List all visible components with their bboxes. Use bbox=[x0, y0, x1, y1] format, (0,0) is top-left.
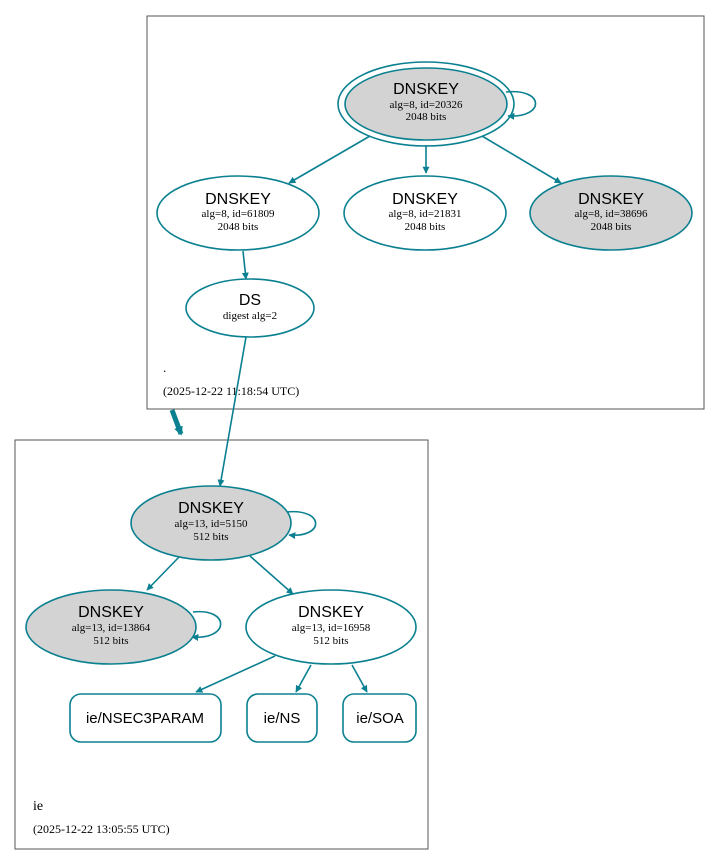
rr-label: ie/NS bbox=[264, 710, 301, 727]
node-detail: alg=8, id=38696 bbox=[575, 208, 648, 220]
edge-ie-key2-self bbox=[191, 610, 222, 641]
edge-ie-ksk-to-key2 bbox=[146, 555, 181, 591]
node-size: 2048 bits bbox=[405, 221, 446, 233]
node-title: DNSKEY bbox=[205, 191, 271, 208]
node-rr-ns[interactable]: ie/NS bbox=[246, 693, 318, 743]
node-size: 512 bits bbox=[93, 635, 128, 647]
zone-ie-name: ie bbox=[33, 799, 43, 814]
node-title: DNSKEY bbox=[78, 604, 144, 621]
edge-zsk-to-ns bbox=[295, 664, 312, 693]
node-title: DNSKEY bbox=[578, 191, 644, 208]
edge-zsk1-to-ds bbox=[241, 250, 249, 280]
node-title: DNSKEY bbox=[392, 191, 458, 208]
node-detail: digest alg=2 bbox=[223, 310, 277, 322]
node-root-key3[interactable]: DNSKEY alg=8, id=38696 2048 bits bbox=[529, 175, 693, 251]
node-size: 512 bits bbox=[313, 635, 348, 647]
edge-ds-to-ie-ksk bbox=[217, 336, 247, 487]
rr-label: ie/SOA bbox=[356, 710, 404, 727]
edge-ie-ksk-to-zsk bbox=[249, 555, 294, 595]
node-title: DNSKEY bbox=[393, 81, 459, 98]
node-rr-soa[interactable]: ie/SOA bbox=[342, 693, 417, 743]
edge-ie-ksk-self bbox=[285, 510, 317, 540]
node-title: DNSKEY bbox=[298, 604, 364, 621]
node-size: 512 bits bbox=[193, 531, 228, 543]
node-ie-ksk[interactable]: DNSKEY alg=13, id=5150 512 bits bbox=[130, 485, 292, 561]
edge-zsk-to-nsec3param bbox=[195, 655, 276, 693]
node-size: 2048 bits bbox=[591, 221, 632, 233]
edge-zsk-to-soa bbox=[351, 664, 368, 693]
node-size: 2048 bits bbox=[406, 111, 447, 123]
zone-root-name: . bbox=[163, 360, 166, 375]
node-size: 2048 bits bbox=[218, 221, 259, 233]
zone-ie-timestamp: (2025-12-22 13:05:55 UTC) bbox=[33, 822, 170, 836]
node-title: DS bbox=[239, 292, 261, 309]
node-root-ksk[interactable]: DNSKEY alg=8, id=20326 2048 bits bbox=[337, 61, 515, 147]
node-detail: alg=8, id=20326 bbox=[390, 99, 463, 111]
node-detail: alg=13, id=5150 bbox=[175, 518, 248, 530]
node-rr-nsec3param[interactable]: ie/NSEC3PARAM bbox=[69, 693, 222, 743]
node-ie-key2[interactable]: DNSKEY alg=13, id=13864 512 bits bbox=[25, 589, 197, 665]
delegation-edge bbox=[169, 409, 184, 436]
zone-ie-box bbox=[14, 439, 429, 850]
edge-root-ksk-to-zsk1 bbox=[288, 135, 371, 184]
node-ds[interactable]: DS digest alg=2 bbox=[185, 278, 315, 338]
node-detail: alg=8, id=61809 bbox=[202, 208, 275, 220]
node-title: DNSKEY bbox=[178, 500, 244, 517]
node-detail: alg=13, id=16958 bbox=[292, 622, 371, 634]
zone-root-box bbox=[146, 15, 705, 410]
node-root-zsk1[interactable]: DNSKEY alg=8, id=61809 2048 bits bbox=[156, 175, 320, 251]
edge-root-ksk-self bbox=[505, 90, 537, 120]
edge-root-ksk-to-key3 bbox=[481, 135, 562, 184]
node-detail: alg=8, id=21831 bbox=[389, 208, 462, 220]
node-ie-zsk[interactable]: DNSKEY alg=13, id=16958 512 bits bbox=[245, 589, 417, 665]
node-detail: alg=13, id=13864 bbox=[72, 622, 151, 634]
rr-label: ie/NSEC3PARAM bbox=[86, 710, 204, 727]
zone-root-timestamp: (2025-12-22 11:18:54 UTC) bbox=[163, 384, 299, 398]
node-root-zsk2[interactable]: DNSKEY alg=8, id=21831 2048 bits bbox=[343, 175, 507, 251]
